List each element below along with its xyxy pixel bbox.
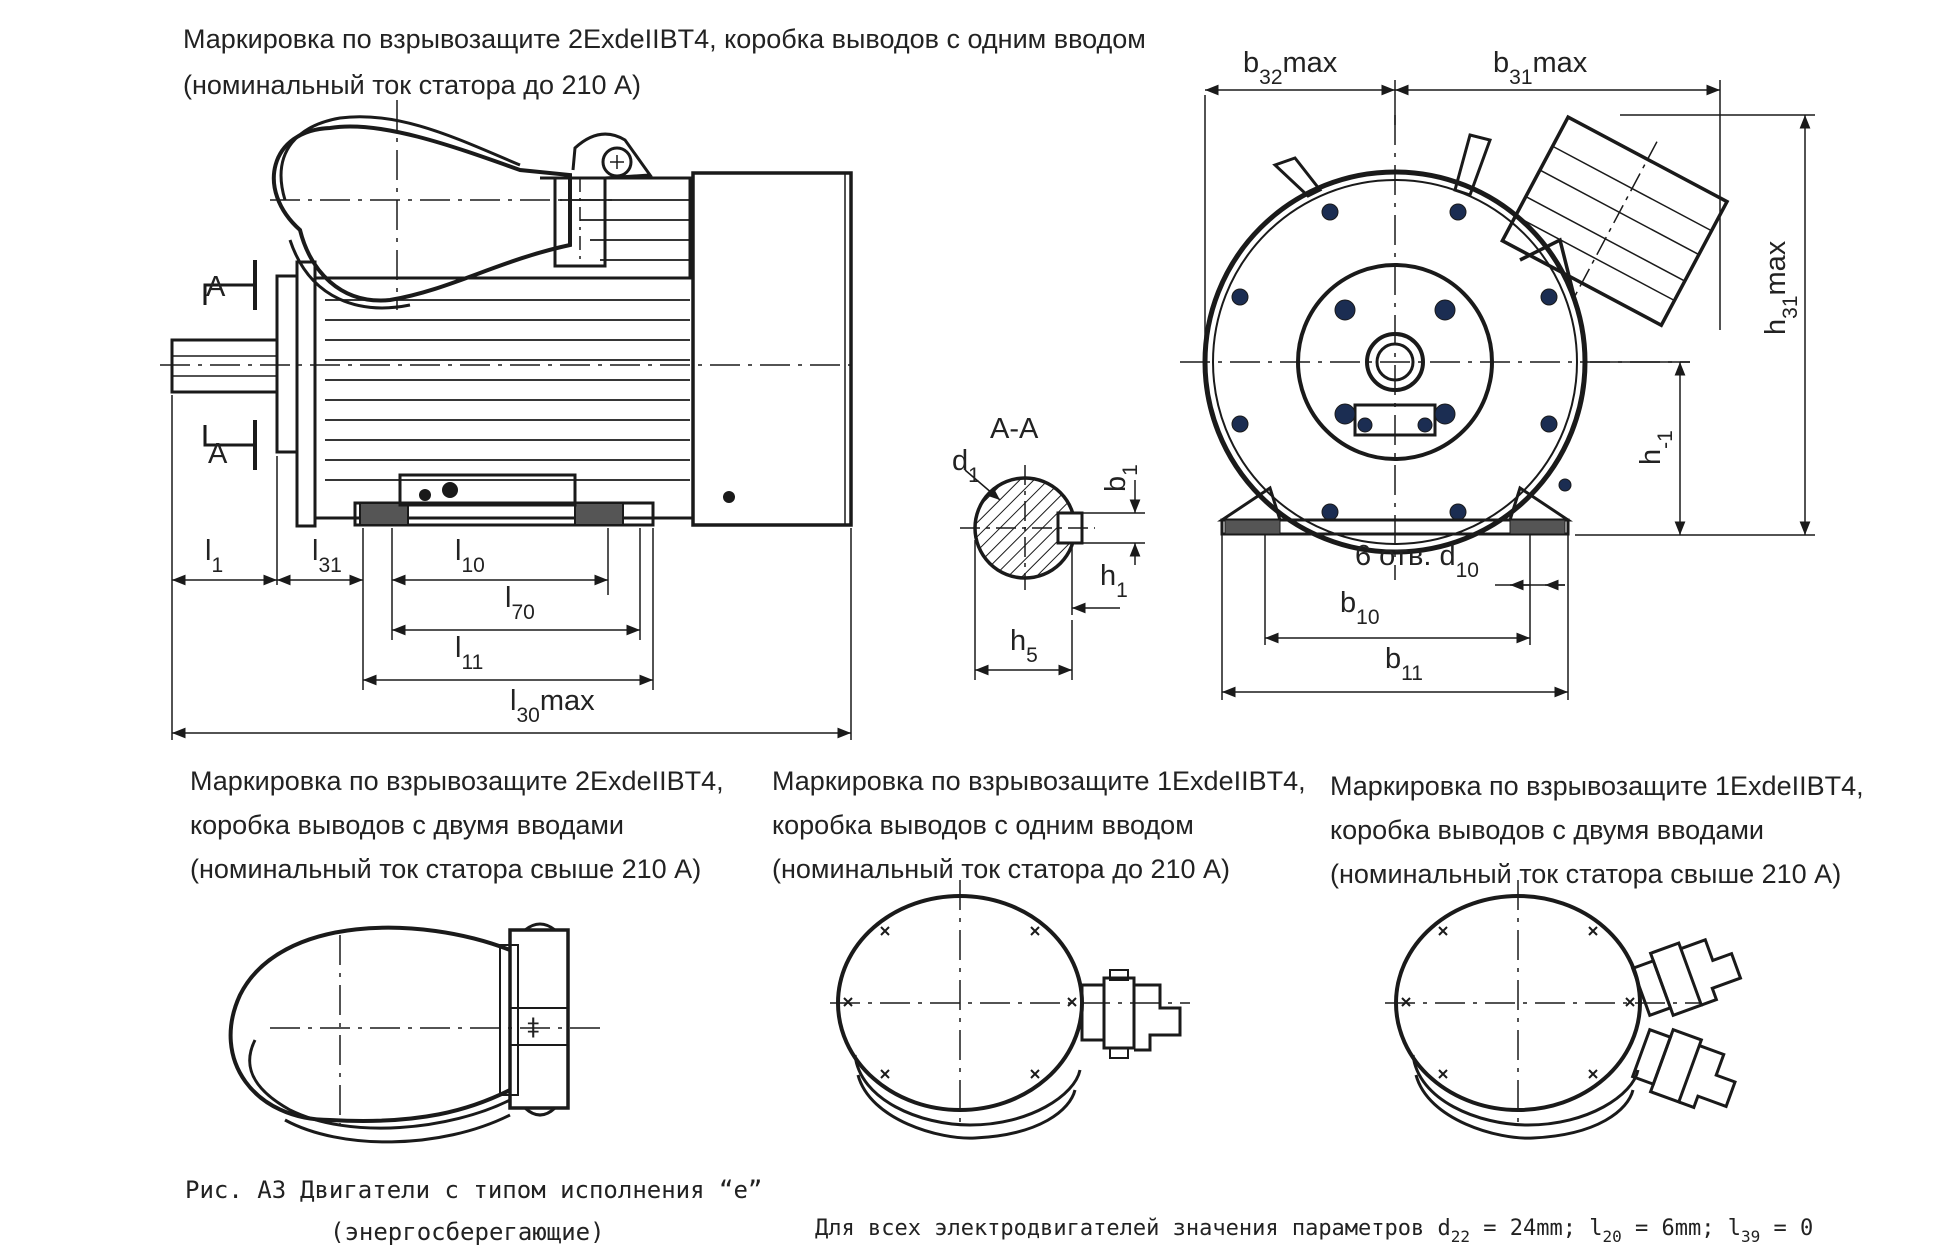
terminal-box-variant-2: [830, 880, 1190, 1140]
caption-bottom-mid-line3: (номинальный ток статора до 210 А): [772, 854, 1230, 884]
caption-top-left-line1: Маркировка по взрывозащите 2ExdeIIBT4, к…: [183, 24, 1146, 54]
dim-h31max: h31max: [1760, 240, 1802, 335]
foot-rail: [353, 501, 655, 527]
front-view-dimensions: [1204, 80, 1815, 700]
dim-h1: h1: [1100, 560, 1128, 602]
terminal-box-variant-1: ‡: [228, 922, 600, 1144]
dim-l70: l70: [505, 582, 535, 624]
caption-bottom-left-line3: (номинальный ток статора свыше 210 А): [190, 854, 701, 884]
dim-d1: d1: [952, 445, 980, 487]
dim-l31: l31: [312, 535, 342, 577]
caption-bottom-mid-line1: Маркировка по взрывозащите 1ExdeIIBT4,: [772, 766, 1306, 796]
dim-b11: b11: [1385, 643, 1423, 685]
svg-text:‡: ‡: [526, 1013, 540, 1041]
section-mark-bottom: А: [208, 438, 228, 470]
dim-h5: h5: [1010, 625, 1038, 667]
figure-label: Рис. А3: [185, 1176, 286, 1204]
caption-bottom-right-line1: Маркировка по взрывозащите 1ExdeIIBT4,: [1330, 771, 1864, 801]
footnote: Для всех электродвигателей значения пара…: [815, 1216, 1813, 1246]
dim-l1: l1: [205, 535, 223, 577]
shaft-section-aa: [960, 465, 1145, 680]
cooling-fins: [325, 199, 690, 481]
dim-b1: b1: [1100, 464, 1142, 492]
section-aa-title: А-А: [990, 413, 1039, 445]
section-mark-top: А: [206, 271, 226, 303]
stator-body: [313, 276, 695, 520]
shaft: [170, 338, 279, 394]
fan-cowl: [691, 171, 853, 527]
terminal-box: [272, 124, 572, 303]
front-shield: [275, 274, 299, 454]
dim-l10: l10: [455, 535, 485, 577]
figure-title-line2: (энергосберегающие): [330, 1218, 605, 1246]
figure-title: Двигатели с типом исполнения “е”: [300, 1176, 762, 1204]
caption-bottom-mid-line2: коробка выводов с одним вводом: [772, 810, 1194, 840]
motor-side-view: [160, 100, 860, 528]
dim-b31max: b31max: [1493, 47, 1588, 89]
caption-bottom-right-line3: (номинальный ток статора свыше 210 А): [1330, 859, 1841, 889]
caption-bottom-left-line1: Маркировка по взрывозащите 2ExdeIIBT4,: [190, 766, 724, 796]
caption-bottom-left-line2: коробка выводов с двумя вводами: [190, 810, 624, 840]
dim-l30max: l30max: [510, 685, 595, 727]
dim-h-1: h-1: [1635, 430, 1677, 465]
dim-holes-d10: 6 отв. d10: [1355, 540, 1479, 582]
caption-bottom-right-line2: коробка выводов с двумя вводами: [1330, 815, 1764, 845]
dim-b10: b10: [1340, 587, 1380, 629]
caption-top-left-line2: (номинальный ток статора до 210 А): [183, 70, 641, 100]
side-view-dimensions: [171, 395, 852, 740]
dim-b32max: b32max: [1243, 47, 1338, 89]
motor-front-view: [1180, 114, 1730, 580]
dim-l11: l11: [455, 632, 483, 674]
terminal-box-variant-3: [1385, 880, 1743, 1140]
